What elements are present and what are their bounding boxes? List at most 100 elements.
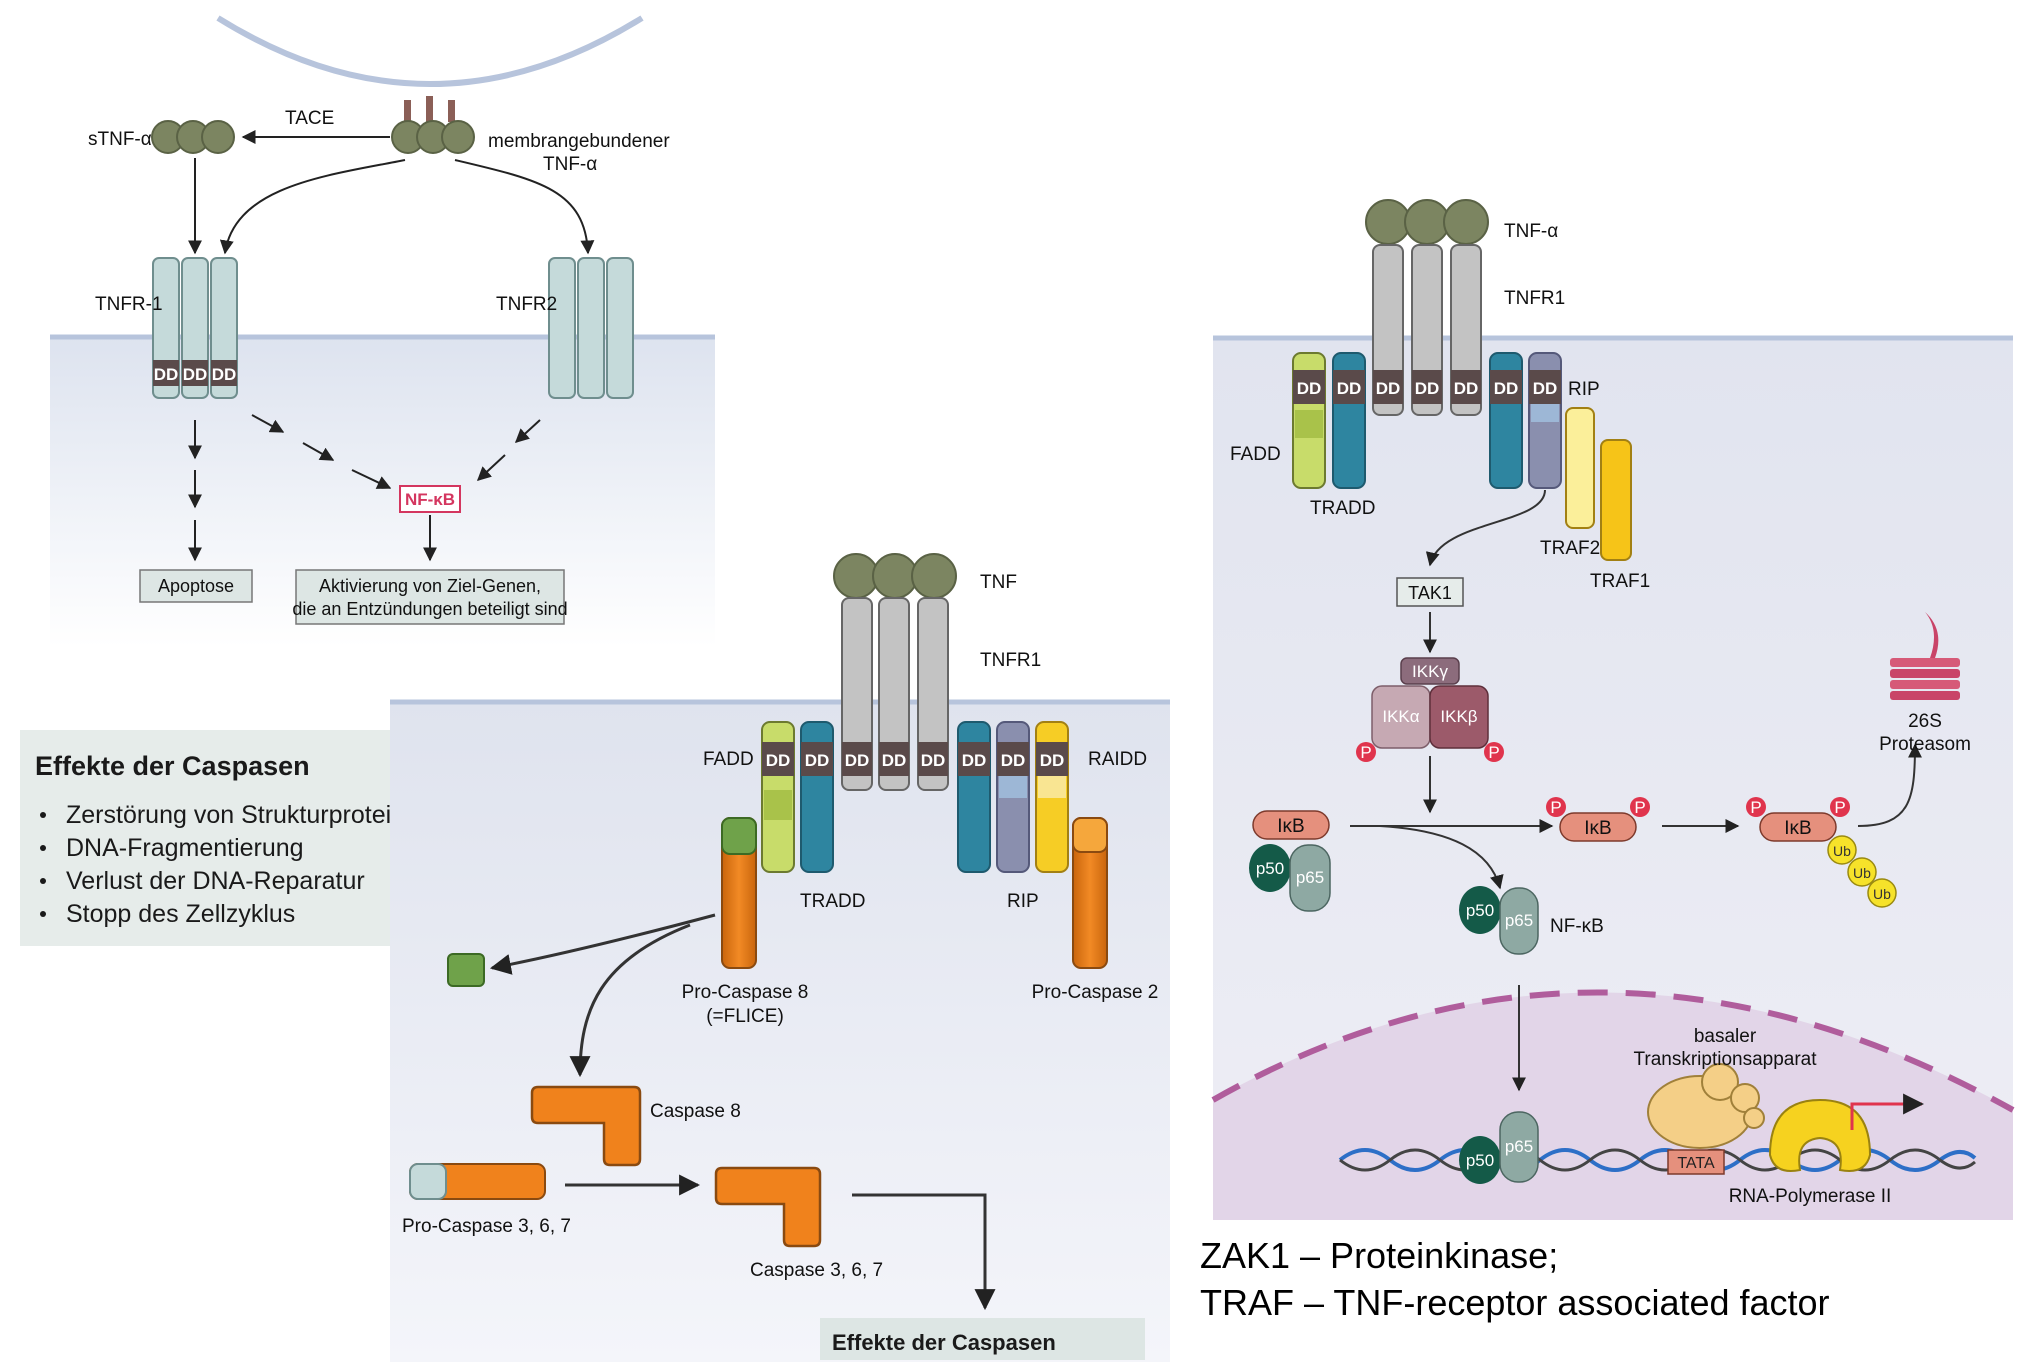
cell-membrane-arc bbox=[216, 15, 644, 87]
dd-label: DD bbox=[921, 751, 946, 770]
tnf-stems bbox=[404, 96, 455, 122]
tnfr1-receptor bbox=[152, 257, 238, 399]
apoptose-label: Apoptose bbox=[158, 576, 234, 596]
diagram-nfkb-pathway: TNF-α TNFR1 DD DD DD DD D bbox=[1211, 199, 2015, 1220]
dd-label: DD bbox=[1454, 379, 1479, 398]
dd-label: DD bbox=[845, 751, 870, 770]
phosphate-label: P bbox=[1834, 798, 1845, 817]
arrow-prodomain bbox=[489, 913, 716, 975]
polymerase-label: RNA-Polymerase II bbox=[1729, 1186, 1892, 1207]
tnfr1-label: TNFR1 bbox=[980, 650, 1041, 671]
traf1-label: TRAF1 bbox=[1590, 571, 1650, 592]
ikb-label: IκB bbox=[1784, 818, 1811, 839]
phosphate-label: P bbox=[1634, 798, 1645, 817]
stnf-label: sTNF-α bbox=[88, 129, 152, 150]
dd-label: DD bbox=[1494, 379, 1519, 398]
ubiquitin-label: Ub bbox=[1873, 886, 1891, 902]
p65-protein bbox=[1499, 1111, 1539, 1183]
arrow-nfkb-2 bbox=[302, 442, 335, 461]
effects-item: Stopp des Zellzyklus bbox=[66, 900, 295, 928]
p50-label: p50 bbox=[1256, 859, 1284, 878]
footnote-line-1: ZAK1 – Proteinkinase; bbox=[1200, 1235, 1558, 1276]
dd-row bbox=[1293, 370, 1561, 404]
fadd-label: FADD bbox=[703, 749, 754, 770]
ikb-label: IκB bbox=[1584, 818, 1611, 839]
dd-label: DD bbox=[154, 365, 179, 384]
proteasome-label-1: 26S bbox=[1908, 711, 1942, 732]
fadd-label: FADD bbox=[1230, 444, 1281, 465]
arrow-nfkb-5 bbox=[476, 454, 506, 481]
caspase-367-enzyme bbox=[714, 1166, 822, 1248]
dd-label: DD bbox=[1376, 379, 1401, 398]
pro-caspase-367 bbox=[409, 1163, 546, 1200]
arrow-to-proteasome bbox=[1857, 743, 1922, 827]
phosphate bbox=[1630, 797, 1650, 817]
ikb-label: IκB bbox=[1277, 816, 1304, 837]
ikk-beta bbox=[1429, 685, 1489, 749]
phosphate bbox=[1746, 797, 1766, 817]
phosphate-label: P bbox=[1750, 798, 1761, 817]
caspase-8-enzyme bbox=[530, 1085, 642, 1167]
proteasome-label-2: Proteasom bbox=[1879, 734, 1971, 755]
rip-label: RIP bbox=[1568, 379, 1600, 400]
caspase8-label: Caspase 8 bbox=[650, 1101, 741, 1122]
tnf-alpha-trimer bbox=[1365, 199, 1489, 245]
ubiquitin bbox=[1827, 835, 1857, 865]
caspase-effects-box: Effekte der Caspasen Zerstörung von Stru… bbox=[16, 726, 435, 950]
raidd-label: RAIDD bbox=[1088, 749, 1147, 770]
traf2-protein bbox=[1565, 407, 1595, 529]
membrane-tnf-trimer bbox=[391, 120, 475, 154]
ikb-ubiquitinated bbox=[1759, 812, 1837, 842]
p65-protein bbox=[1499, 887, 1539, 955]
arrow-nfkb-4 bbox=[514, 419, 541, 443]
tnf-trimer bbox=[833, 553, 957, 599]
tata-box bbox=[1667, 1149, 1725, 1175]
dd-label: DD bbox=[183, 365, 208, 384]
tradd-label: TRADD bbox=[800, 891, 865, 912]
arrow-mtnf-tnfr1 bbox=[219, 159, 406, 255]
tak1-label: TAK1 bbox=[1408, 583, 1452, 603]
arrow-nfkb-1 bbox=[251, 414, 285, 433]
traf1-protein bbox=[1600, 439, 1632, 561]
p65-label: p65 bbox=[1505, 1137, 1533, 1156]
dd-label: DD bbox=[962, 751, 987, 770]
dd-label: DD bbox=[1533, 379, 1558, 398]
rna-polymerase-ii bbox=[1768, 1098, 1872, 1172]
dd-label: DD bbox=[766, 751, 791, 770]
procasp8-label-2: (=FLICE) bbox=[706, 1006, 784, 1027]
activation-label-2: die an Entzündungen beteiligt sind bbox=[292, 599, 567, 619]
p50-protein bbox=[1459, 1136, 1501, 1184]
nfkb-label: NF-κB bbox=[1550, 916, 1604, 937]
nfkb-label: NF-κB bbox=[405, 490, 455, 509]
dna-strand-2 bbox=[1339, 1148, 1976, 1172]
prodomain bbox=[447, 953, 485, 987]
effects-footer-label: Effekte der Caspasen bbox=[832, 1330, 1056, 1355]
diagram-caspase-cascade: TNF TNFR1 bbox=[390, 553, 1170, 1362]
dd-label: DD bbox=[1040, 751, 1065, 770]
basal-label-2: Transkriptionsapparat bbox=[1633, 1049, 1817, 1070]
arrow-release-nfkb bbox=[1379, 825, 1504, 890]
p65-protein bbox=[1289, 844, 1331, 912]
nucleus bbox=[1213, 992, 2013, 1220]
p65-label: p65 bbox=[1296, 868, 1324, 887]
activation-box bbox=[295, 569, 565, 625]
procasp2-label: Pro-Caspase 2 bbox=[1032, 982, 1159, 1003]
dd-label: DD bbox=[212, 365, 237, 384]
phosphate bbox=[1830, 797, 1850, 817]
proteasome-icon bbox=[1890, 612, 1960, 700]
tnfr1-label: TNFR1 bbox=[1504, 288, 1565, 309]
rip-label: RIP bbox=[1007, 891, 1039, 912]
dd-label: DD bbox=[882, 751, 907, 770]
tnf-label: TNF bbox=[980, 572, 1017, 593]
traf2-label: TRAF2 bbox=[1540, 538, 1600, 559]
arrow-nfkb-3 bbox=[351, 469, 392, 489]
tnfr1-label: TNFR-1 bbox=[95, 294, 163, 315]
procasp8-label: Pro-Caspase 8 bbox=[682, 982, 809, 1003]
dna-strand-1 bbox=[1338, 1148, 1977, 1172]
p50-label: p50 bbox=[1466, 901, 1494, 920]
arrow-effects bbox=[852, 1193, 996, 1311]
effects-item: DNA-Fragmentierung bbox=[66, 834, 304, 862]
p50-label: p50 bbox=[1466, 1151, 1494, 1170]
ubiquitin-label: Ub bbox=[1853, 865, 1871, 881]
tnf-alpha-label: TNF-α bbox=[1504, 221, 1558, 242]
